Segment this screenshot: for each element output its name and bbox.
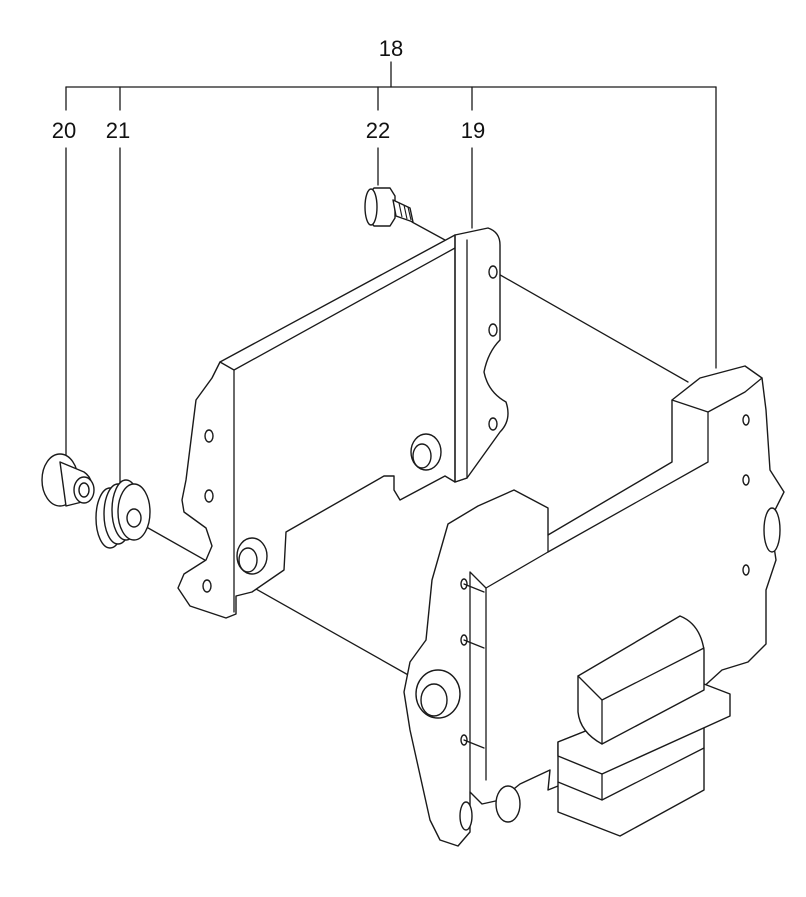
control-module-part <box>403 365 785 847</box>
callout-18: 18 <box>379 36 403 61</box>
connector-part <box>557 615 731 837</box>
callout-20: 20 <box>52 118 76 143</box>
callout-21: 21 <box>106 118 130 143</box>
leader-lines <box>133 221 689 677</box>
bolt-part <box>364 187 414 227</box>
bushing-part <box>41 453 95 507</box>
bracket-part <box>177 227 509 619</box>
callout-bracket <box>65 61 717 486</box>
callout-22: 22 <box>366 118 390 143</box>
grommet-part <box>95 479 151 549</box>
callout-19: 19 <box>461 118 485 143</box>
